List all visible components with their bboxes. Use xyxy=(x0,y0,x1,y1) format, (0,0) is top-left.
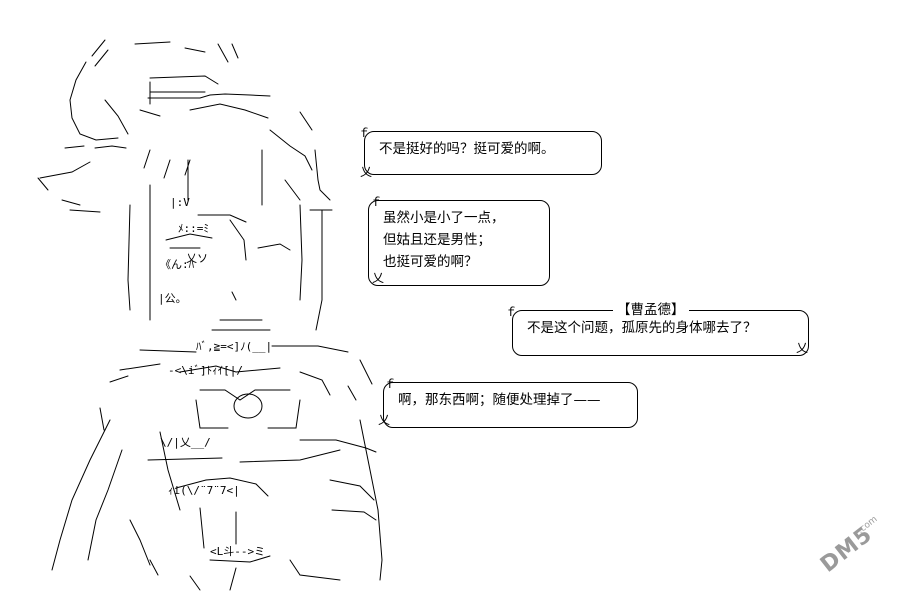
speech-bubble: 啊，那东西啊；随便处理掉了—— xyxy=(383,382,638,428)
bubble-tail: ｆ xyxy=(358,126,371,140)
speaker-name: 【曹孟德】 xyxy=(613,301,689,319)
speech-bubble: 【曹孟德】 不是这个问题，孤原先的身体哪去了？ xyxy=(512,301,809,356)
svg-text:《ん:ﾊ: 《ん:ﾊ xyxy=(160,258,195,271)
bubble-tail: ｆ xyxy=(384,377,397,391)
bubble-tail: 乂 xyxy=(378,413,391,427)
site-watermark: DM5 .com xyxy=(806,514,896,586)
dialogue-line: 也挺可爱的啊？ xyxy=(383,254,478,270)
svg-text:ﾊﾞ,≧=<]ﾉ(__|: ﾊﾞ,≧=<]ﾉ(__| xyxy=(196,340,272,353)
bubble-tail: 乂 xyxy=(372,271,385,285)
svg-text:|公。: |公。 xyxy=(158,292,187,305)
svg-text:乂ソ: 乂ソ xyxy=(186,252,208,265)
dialogue-line: 啊，那东西啊；随便处理掉了—— xyxy=(398,392,601,408)
svg-text:<L斗-->ミ: <L斗-->ミ xyxy=(210,545,265,558)
svg-text:ｨi(\/¨7¨7<|: ｨi(\/¨7¨7<| xyxy=(168,484,240,497)
svg-text:ﾒ::=ﾐ: ﾒ::=ﾐ xyxy=(178,222,209,235)
dialogue-line: 虽然小是小了一点， xyxy=(383,210,505,226)
bubble-tail: ｆ xyxy=(370,195,383,209)
svg-text:|:V: |:V xyxy=(170,196,190,209)
speech-bubble: 虽然小是小了一点， 但姑且还是男性； 也挺可爱的啊？ xyxy=(368,200,550,286)
dialogue-line: 但姑且还是男性； xyxy=(383,232,491,248)
bubble-tail: 乂 xyxy=(796,341,809,355)
speech-bubble: 不是挺好的吗？挺可爱的啊。 xyxy=(364,131,602,175)
dialogue-line: 不是挺好的吗？挺可爱的啊。 xyxy=(379,141,555,157)
bubble-tail: ｆ xyxy=(505,305,518,319)
svg-text:-<\iﾞ]ﾄｨｲ[|/: -<\iﾞ]ﾄｨｲ[|/ xyxy=(168,364,243,377)
dialogue-line: 不是这个问题，孤原先的身体哪去了？ xyxy=(527,320,757,336)
bubble-tail: 乂 xyxy=(360,165,373,179)
svg-text:\/|乂__/: \/|乂__/ xyxy=(160,436,211,449)
